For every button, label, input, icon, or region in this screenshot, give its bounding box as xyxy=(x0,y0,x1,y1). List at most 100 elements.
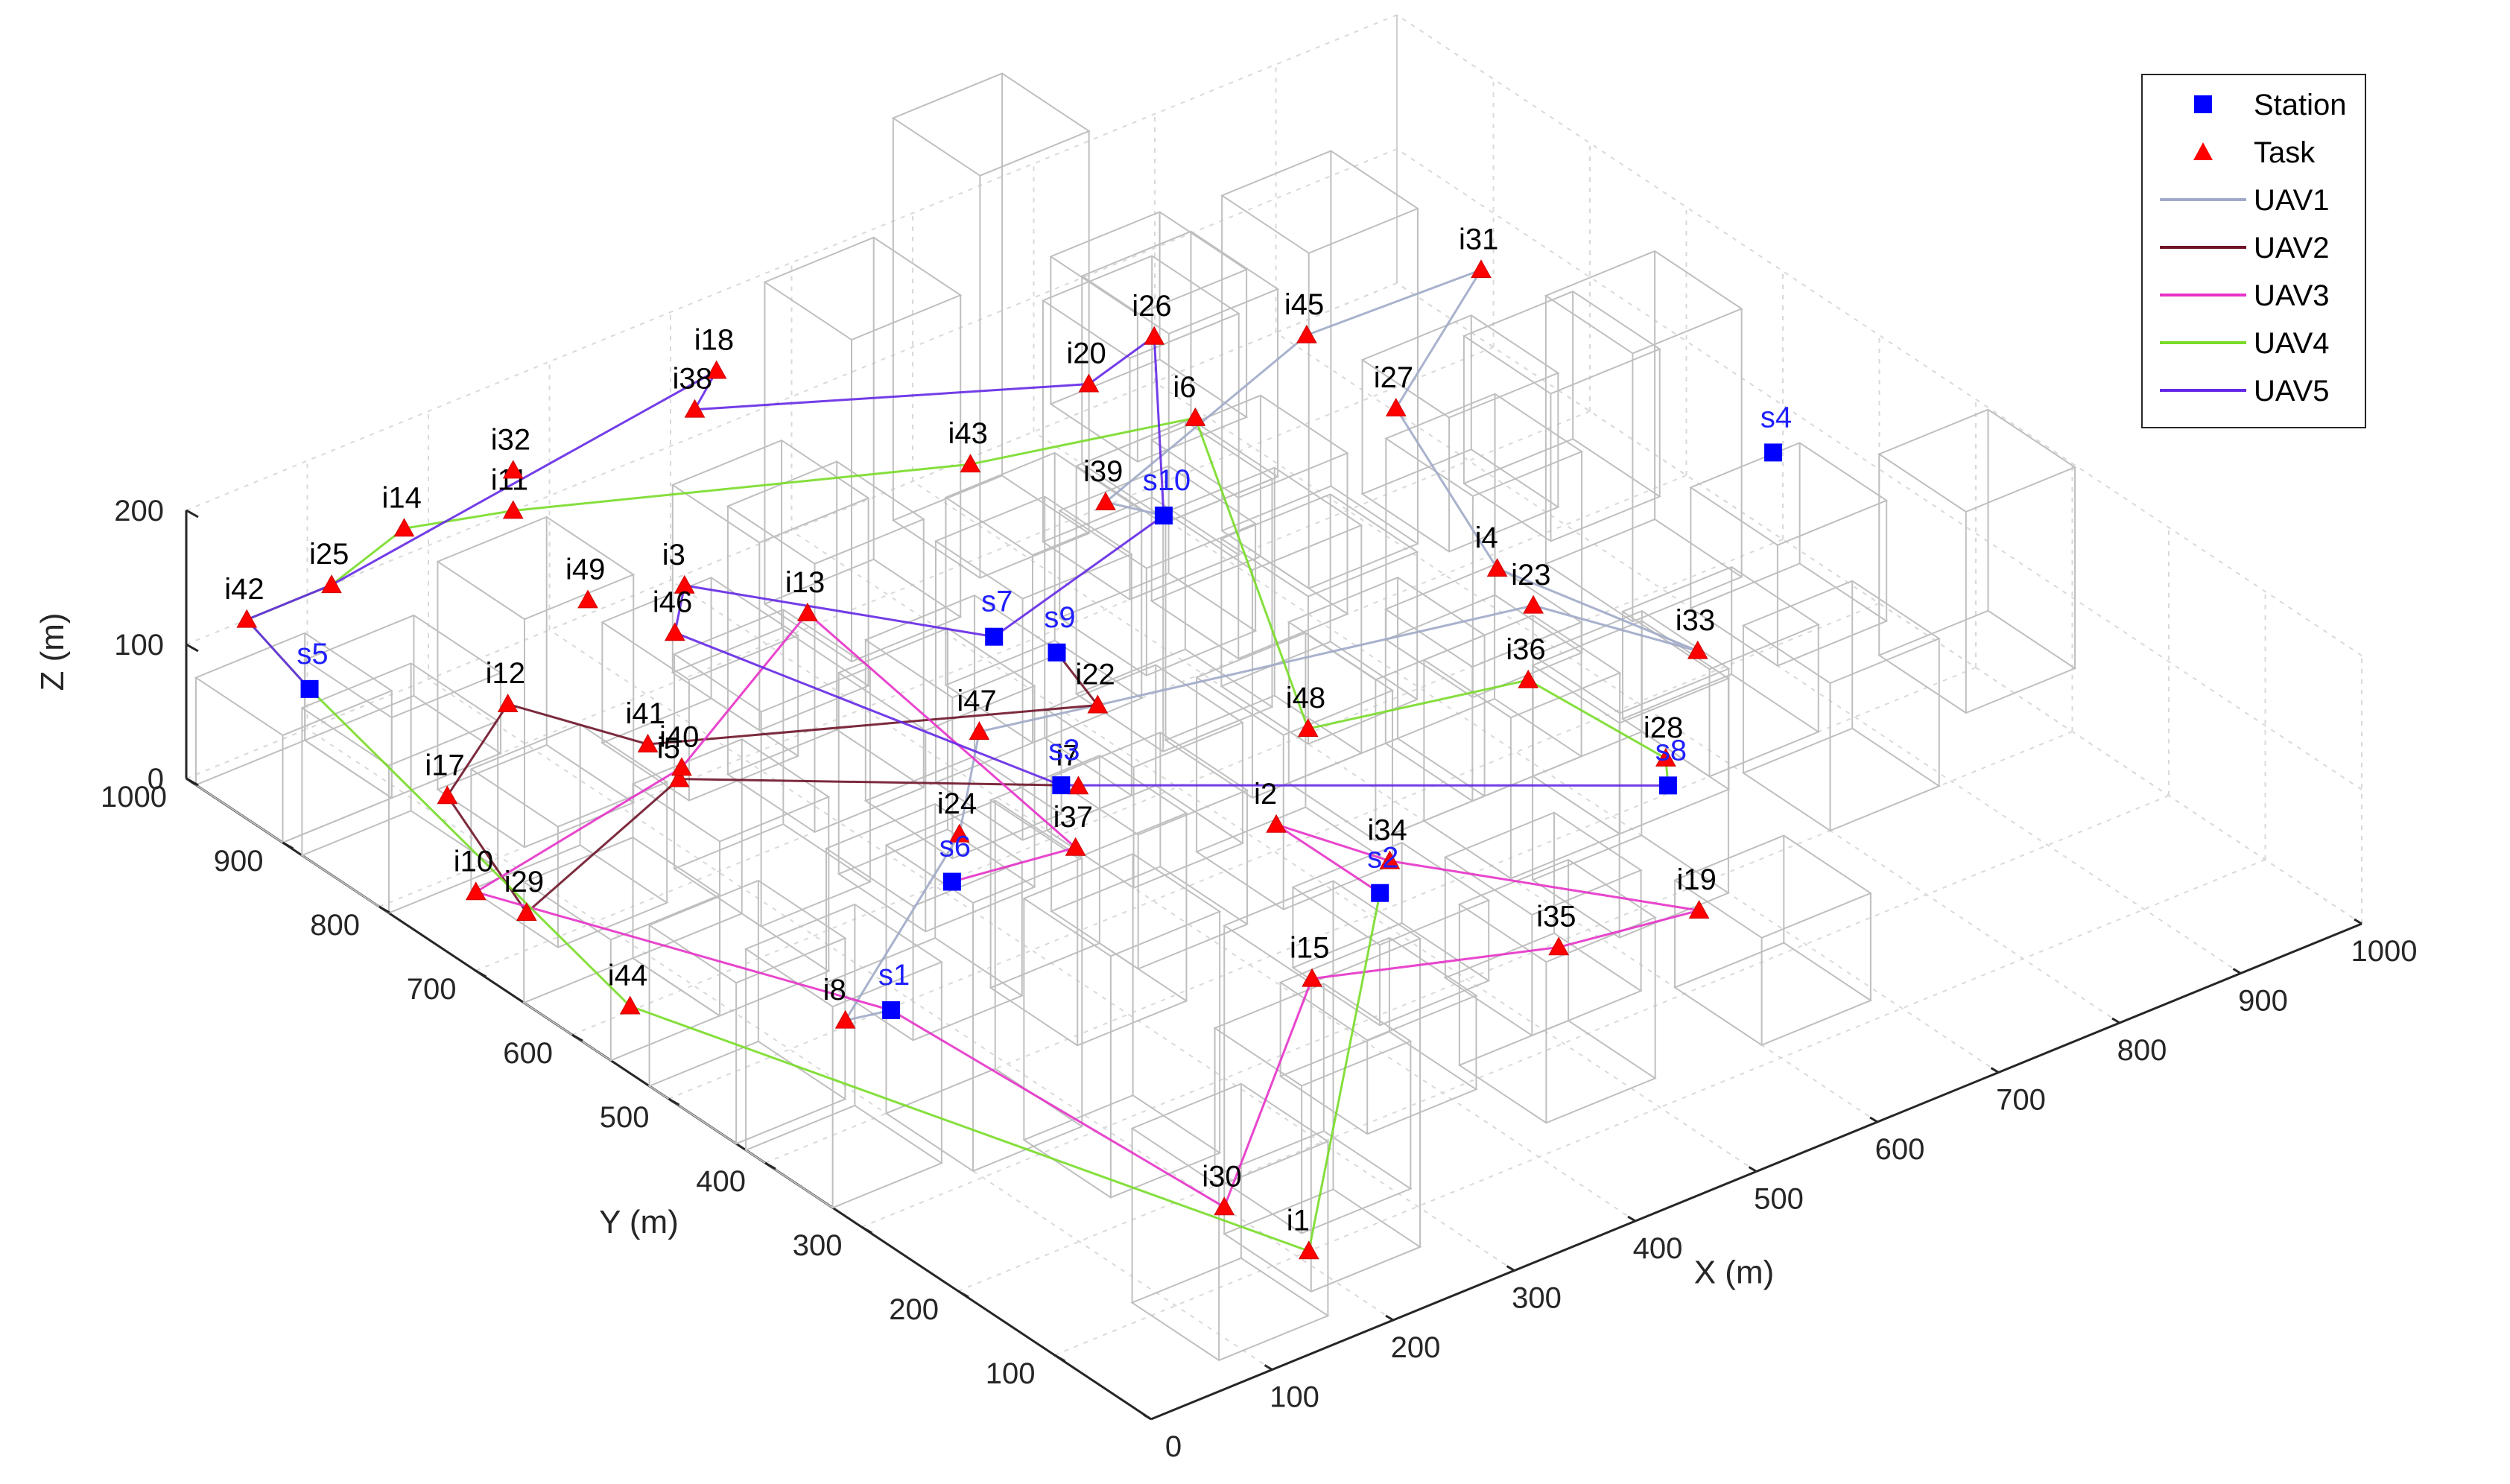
building xyxy=(194,632,393,844)
task-marker xyxy=(1523,594,1544,614)
task-marker xyxy=(502,500,524,519)
building-roof xyxy=(891,72,1091,177)
station-marker xyxy=(1154,507,1173,524)
task-marker xyxy=(1144,326,1165,345)
building xyxy=(1213,983,1413,1234)
legend-item: Station xyxy=(2194,89,2347,121)
building xyxy=(1360,314,1560,553)
building xyxy=(1049,211,1249,463)
x-axis-label: X (m) xyxy=(1694,1255,1775,1291)
x-tick-mark xyxy=(1264,1364,1273,1371)
building-base xyxy=(469,844,669,948)
task-marker xyxy=(1068,776,1089,795)
station-label: s7 xyxy=(981,586,1012,618)
legend-item: Task xyxy=(2193,136,2316,169)
task-label: i24 xyxy=(937,787,977,820)
legend-label: UAV3 xyxy=(2254,279,2330,312)
z-tick-mark xyxy=(186,509,199,519)
x-tick-label: 600 xyxy=(1875,1133,1925,1166)
task-label: i42 xyxy=(224,573,264,606)
task-marker xyxy=(577,589,598,609)
building xyxy=(1457,858,1657,1124)
task-label: i17 xyxy=(425,749,464,781)
route-uav4 xyxy=(245,416,1670,1252)
x-tick-mark xyxy=(1143,1413,1152,1421)
task-marker xyxy=(1302,968,1322,987)
building-roof xyxy=(726,460,925,565)
building xyxy=(1058,465,1258,676)
station-label: s4 xyxy=(1761,401,1792,434)
x-tick-mark xyxy=(2232,968,2242,974)
building xyxy=(1689,442,1889,667)
station-label: s6 xyxy=(939,831,971,863)
task-label: i3 xyxy=(662,539,685,571)
task-marker xyxy=(393,518,415,537)
task-label: i44 xyxy=(608,960,647,992)
building xyxy=(884,799,1084,1173)
legend-square-icon xyxy=(2194,95,2212,113)
y-tick-label: 600 xyxy=(503,1037,553,1070)
building xyxy=(1673,834,1872,1046)
task-label: i36 xyxy=(1506,633,1545,666)
task-label: i14 xyxy=(382,481,422,514)
z-tick-mark xyxy=(186,643,199,653)
x-tick-mark xyxy=(1506,1265,1515,1272)
x-tick-label: 900 xyxy=(2238,985,2288,1018)
z-tick-mark xyxy=(186,777,199,787)
y-tick-label: 100 xyxy=(986,1357,1036,1390)
building xyxy=(1877,408,2077,714)
building-base xyxy=(1130,1257,1330,1362)
y-tick-mark xyxy=(957,1290,969,1298)
x-tick-mark xyxy=(1990,1067,2000,1074)
task-marker xyxy=(236,609,258,628)
y-tick-mark xyxy=(764,1161,776,1170)
y-tick-mark xyxy=(378,905,390,914)
x-tick-mark xyxy=(2111,1017,2120,1024)
building-base xyxy=(744,1104,944,1209)
station-label: s5 xyxy=(297,638,328,670)
z-axis-label: Z (m) xyxy=(34,612,71,691)
station-marker xyxy=(1048,643,1066,662)
station-marker xyxy=(942,872,961,891)
task-label: i37 xyxy=(1053,801,1093,834)
y-tick-label: 1000 xyxy=(101,781,167,814)
task-marker xyxy=(516,902,537,922)
x-tick-label: 200 xyxy=(1391,1331,1441,1364)
station-marker xyxy=(882,1001,901,1019)
task-label: i33 xyxy=(1676,604,1715,637)
building xyxy=(1150,394,1349,660)
floor-grid-line xyxy=(306,728,1273,1371)
task-marker xyxy=(1095,491,1116,510)
task-marker xyxy=(1655,747,1676,767)
task-label: i12 xyxy=(486,657,525,690)
x-tick-mark xyxy=(1869,1116,1878,1123)
building xyxy=(1223,880,1422,1293)
axes-grid xyxy=(185,14,2362,1421)
task-marker xyxy=(437,785,458,805)
task-marker xyxy=(1518,669,1539,688)
station-marker xyxy=(1658,776,1677,795)
task-label: i41 xyxy=(626,697,665,730)
x-tick-label: 300 xyxy=(1512,1282,1562,1315)
legend-label: UAV4 xyxy=(2254,327,2330,360)
task-label: i27 xyxy=(1374,361,1413,394)
task-label: i46 xyxy=(653,586,692,618)
building xyxy=(891,72,1091,579)
task-label: i40 xyxy=(659,720,699,753)
building xyxy=(1531,609,1731,835)
task-marker xyxy=(1214,1196,1235,1216)
building xyxy=(1130,1082,1330,1362)
task-marker xyxy=(465,881,487,901)
task-label: i25 xyxy=(309,538,349,571)
task-marker xyxy=(960,454,981,473)
building xyxy=(1045,664,1244,889)
legend-item: UAV1 xyxy=(2160,184,2330,217)
building xyxy=(1164,466,1363,799)
task-label: i39 xyxy=(1083,455,1123,488)
legend-item: UAV4 xyxy=(2160,327,2330,360)
building xyxy=(600,577,800,802)
y-tick-label: 400 xyxy=(696,1165,746,1198)
x-tick-label: 0 xyxy=(1165,1430,1182,1463)
task-label: i22 xyxy=(1075,659,1115,691)
x-tick-mark xyxy=(1748,1166,1758,1173)
